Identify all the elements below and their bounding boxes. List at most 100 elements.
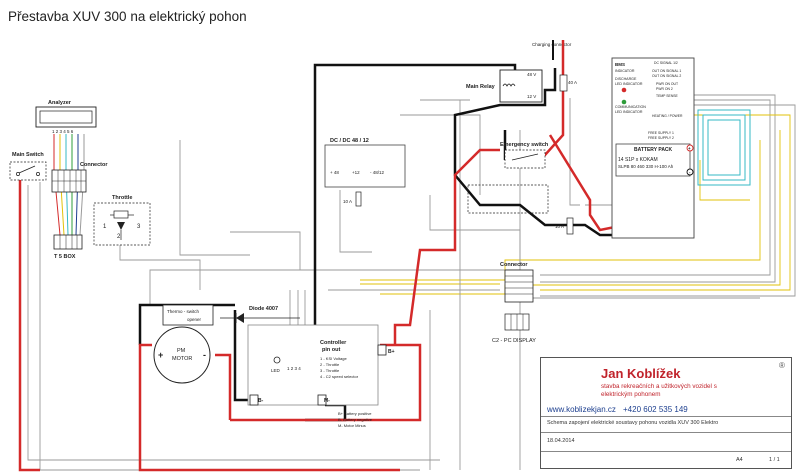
motor-plus: +	[158, 350, 163, 360]
pm-motor-label-1: PM	[177, 348, 186, 354]
fuse-right: 10 A	[555, 217, 574, 235]
company-web-link[interactable]: www.koblizekjan.cz	[547, 405, 616, 414]
pm-motor: PM MOTOR + -	[153, 326, 211, 384]
divider	[541, 451, 791, 452]
led-label: LED	[271, 368, 281, 373]
bms-label: BMS	[615, 62, 625, 67]
main-switch-label: Main Switch	[12, 152, 44, 158]
fuse-dcdc-label: 10 A	[343, 199, 352, 204]
controller-legend-1: B+ Battery positive	[338, 411, 372, 416]
throttle-label: Throttle	[112, 195, 132, 201]
registered-mark: ®	[779, 361, 785, 370]
fuse-right-label: 10 A	[555, 224, 564, 229]
bms-right-4: PWR ON OUT	[656, 82, 678, 86]
throttle: Throttle 1 2 3	[93, 195, 151, 246]
controller-legend-3: M- Motor Minus	[338, 423, 366, 428]
analyzer-label: Analyzer	[48, 100, 72, 106]
bms-harness	[697, 109, 751, 186]
bms-right-7: HEATING / POWER	[652, 114, 683, 118]
relay-coil: 12 V	[527, 94, 536, 99]
controller-note-3: 3 - Throttle	[320, 368, 340, 373]
controller-label-2: pin out	[322, 347, 340, 353]
bms-right-9: FREE SUPPLY 2	[648, 136, 674, 140]
throttle-pin-2: 2	[117, 234, 121, 240]
battery-spec-2: SLPB 80 460 330 H-100 Ah	[618, 164, 674, 169]
dcdc-converter: DC / DC 48 / 12 + 48 +12 - 48/12	[324, 138, 406, 188]
dcdc-pin-2: +12	[352, 170, 360, 175]
fuse-main-label: 40 A	[568, 80, 577, 85]
controller-legend-2: B- Battery negative	[338, 417, 373, 422]
controller-note-4: 4 - C2 speed selector	[320, 374, 359, 379]
thermo-switch-sub: opener	[187, 317, 202, 322]
controller-label-1: Controller	[320, 340, 347, 346]
battery-minus: -	[689, 170, 691, 175]
dcdc-pin-1: + 48	[330, 170, 339, 175]
divider	[541, 416, 791, 417]
battery-spec-1: 14 S1P x KOKAM	[618, 157, 658, 163]
pm-motor-label-2: MOTOR	[172, 356, 192, 362]
company-name: Jan Koblížek	[601, 366, 681, 381]
relay-rating: 48 V	[527, 72, 536, 77]
bms-left-1: INDICATOR	[615, 69, 635, 73]
main-relay-label: Main Relay	[466, 84, 496, 90]
diagram-title: Přestavba XUV 300 na elektrický pohon	[8, 9, 247, 24]
bms-right-8: FREE SUPPLY 1	[648, 131, 674, 135]
emergency-switch: Emergency switch	[467, 142, 549, 214]
bms-right-5: PWR ON 2	[656, 87, 673, 91]
thermo-switch: Thermo - switch opener	[162, 304, 214, 326]
diode: Diode 4007	[220, 306, 300, 323]
dcdc-pin-3: - 48/12	[370, 170, 385, 175]
red-led-icon	[621, 87, 627, 93]
charging-connector-label: Charging connector	[532, 42, 572, 47]
company-tagline: stavba rekreačních a užitkových vozidel …	[601, 383, 717, 398]
title-block: Jan Koblížek stavba rekreačních a užitko…	[540, 357, 792, 469]
bms-right-6: TEMP SENSE	[656, 94, 679, 98]
bms-left-2b: LED INDICATOR	[615, 82, 643, 86]
bms-left-3b: LED INDICATOR	[615, 110, 643, 114]
emergency-switch-label: Emergency switch	[500, 142, 549, 148]
throttle-pin-1: 1	[103, 224, 107, 230]
controller: Controller pin out 1 - KSI Voltage 2 - T…	[247, 324, 395, 428]
b-minus-label: B-	[258, 398, 264, 404]
dcdc-label: DC / DC 48 / 12	[330, 138, 369, 144]
m-minus-label: M-	[324, 398, 330, 404]
bms-left-3: COMMUNICATION	[615, 105, 646, 109]
t5-box: T 5 BOX	[53, 234, 83, 260]
connector-mid-label: Connector	[500, 262, 528, 268]
controller-bottom-pins: 1 2 3 4	[287, 366, 301, 371]
fuse-main: 40 A	[559, 74, 577, 92]
motor-minus: -	[203, 350, 206, 360]
fuse-dcdc: 10 A	[343, 191, 362, 207]
diagram-description: Schema zapojení elektrické soustavy poho…	[547, 420, 719, 426]
divider	[541, 432, 791, 433]
sheet-format: A4	[736, 457, 743, 463]
connector-mid: Connector	[500, 262, 534, 303]
connector-left: Connector	[51, 162, 108, 193]
diagram-date: 18.04.2014	[547, 438, 575, 444]
bms-right-3: OUT ON SIGNAL 2	[652, 74, 681, 78]
bms-left-2: DISCHARGE	[615, 77, 637, 81]
battery-pack: BMS INDICATOR DISCHARGE LED INDICATOR CO…	[611, 57, 695, 239]
battery-pack-label: BATTERY PACK	[634, 147, 673, 153]
c2-pc-display: C2 - PC DISPLAY	[492, 313, 536, 344]
t5-box-label: T 5 BOX	[54, 254, 76, 260]
analyzer: Analyzer 1 2 3 4 5 6	[35, 100, 97, 134]
c2-pc-display-label: C2 - PC DISPLAY	[492, 338, 536, 344]
main-relay: Main Relay 48 V 12 V	[466, 69, 543, 103]
bms-right-2: OUT ON SIGNAL 1	[652, 69, 681, 73]
connector-left-label: Connector	[80, 162, 108, 168]
bms-right-1: DC SIGNAL 1/2	[654, 61, 678, 65]
controller-note-2: 2 - Throttle	[320, 362, 340, 367]
analyzer-pins: 1 2 3 4 5 6	[52, 129, 74, 134]
b-plus-label: B+	[388, 349, 395, 355]
throttle-pin-3: 3	[137, 224, 141, 230]
thermo-switch-label: Thermo - switch	[167, 309, 200, 314]
diode-label: Diode 4007	[249, 306, 278, 312]
charging-connector: Charging connector	[532, 40, 572, 60]
controller-note-1: 1 - KSI Voltage	[320, 356, 347, 361]
sheet-number: 1 / 1	[769, 457, 780, 463]
battery-plus: +	[688, 146, 691, 151]
green-led-icon	[621, 99, 627, 105]
main-switch: Main Switch	[9, 152, 47, 181]
